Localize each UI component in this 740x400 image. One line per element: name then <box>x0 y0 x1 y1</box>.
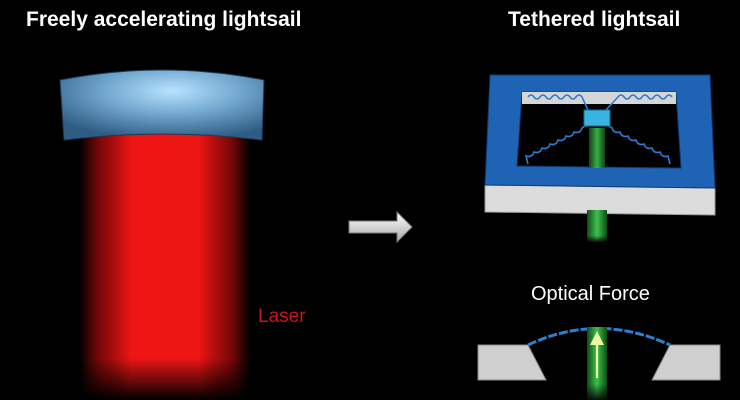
sail-pad <box>583 109 611 127</box>
green-beam-inner <box>589 128 605 168</box>
laser-label: Laser <box>258 306 306 327</box>
tethered-frame <box>484 74 716 216</box>
lightsail <box>59 69 265 141</box>
laser-beam <box>80 120 250 400</box>
title-tethered: Tethered lightsail <box>508 8 681 31</box>
right-arrow-icon <box>348 210 413 244</box>
up-arrow-icon <box>590 331 604 378</box>
tether-springs <box>524 94 673 165</box>
optical-force-label: Optical Force <box>531 283 650 305</box>
title-freely-accelerating: Freely accelerating lightsail <box>26 8 302 31</box>
green-laser-beam <box>587 210 607 242</box>
